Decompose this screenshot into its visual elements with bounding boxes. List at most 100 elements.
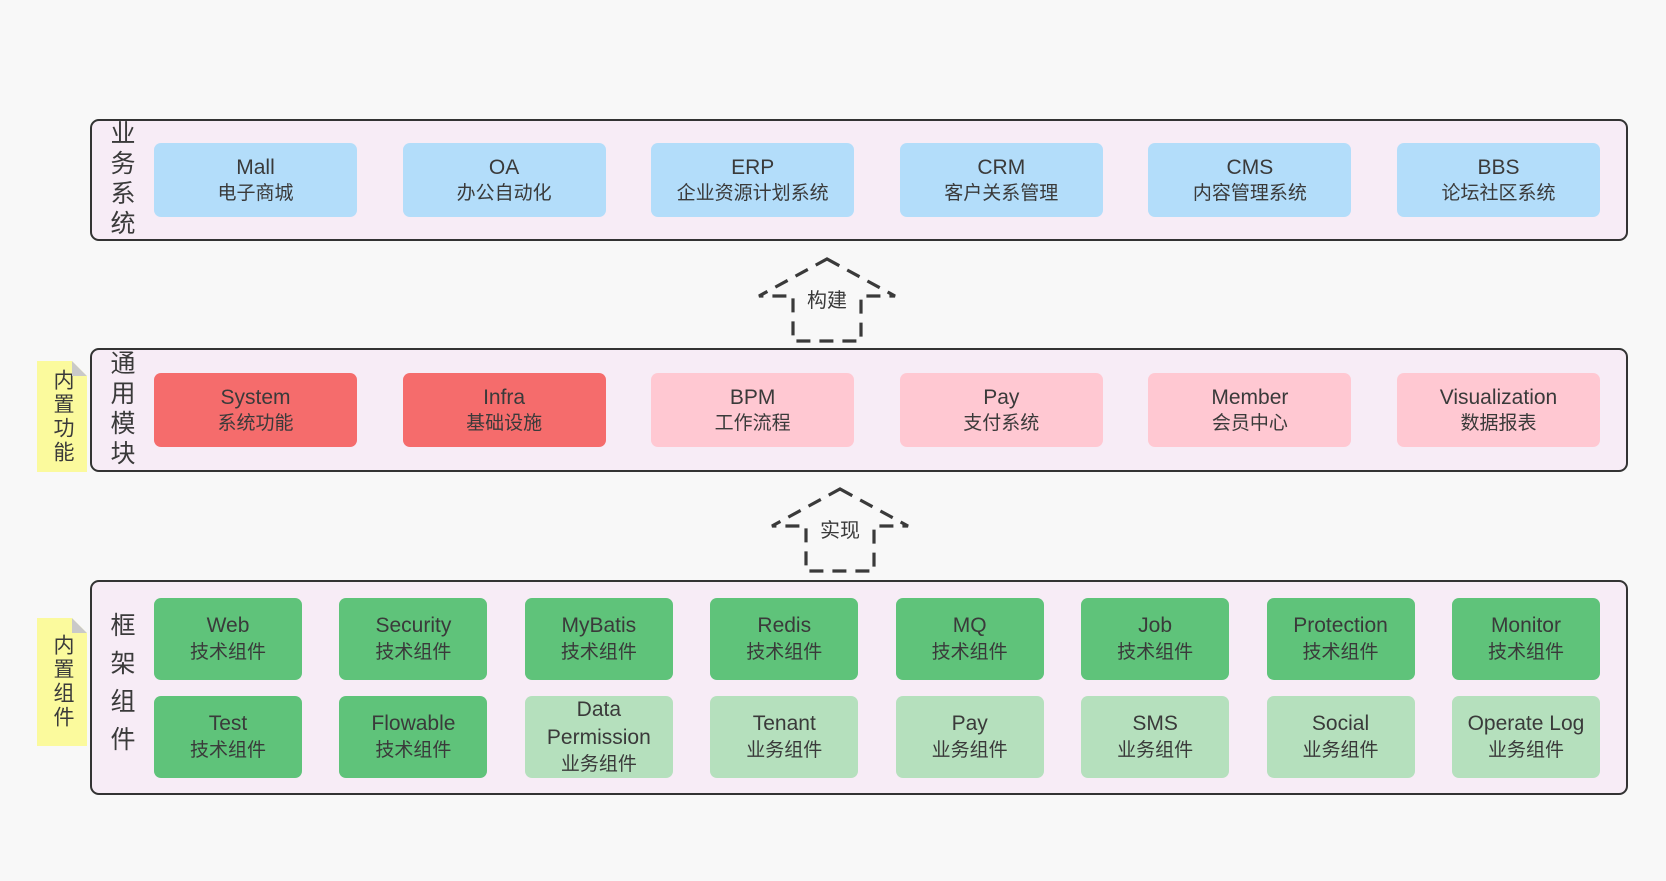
panel-label-modules: 通用模块 <box>92 350 150 470</box>
box-operate-log: Operate Log 业务组件 <box>1451 695 1600 778</box>
box-subtitle: 工作流程 <box>714 413 791 435</box>
box-title: Data Permission <box>546 698 651 749</box>
arrow-build: 构建 <box>757 256 897 344</box>
box-title: Operate Log <box>1467 712 1585 736</box>
box-subtitle: 电子商城 <box>217 183 294 205</box>
box-data-permission: Data Permission 业务组件 <box>524 695 673 778</box>
box-title: OA <box>488 155 520 179</box>
module-boxes: System 系统功能 Infra 基础设施 BPM 工作流程 Pay 支付系统… <box>150 350 1626 470</box>
box-title: Monitor <box>1490 614 1561 638</box>
panel-label-text: 通用模块 <box>107 350 135 470</box>
box-title: Visualization <box>1439 385 1558 409</box>
arrow-up-icon: 构建 <box>758 257 896 343</box>
panel-label-business: 业务系统 <box>92 120 150 240</box>
box-subtitle: 业务组件 <box>931 739 1008 761</box>
box-title: Mall <box>236 155 275 179</box>
box-visualization: Visualization 数据报表 <box>1396 373 1600 447</box>
box-subtitle: 业务组件 <box>560 753 637 775</box>
box-subtitle: 业务组件 <box>746 739 823 761</box>
panel-label-text: 业务系统 <box>107 120 135 240</box>
box-title: Flowable <box>371 712 456 736</box>
box-subtitle: 业务组件 <box>1117 739 1194 761</box>
box-flowable: Flowable 技术组件 <box>339 695 488 778</box>
box-bbs: BBS 论坛社区系统 <box>1396 143 1600 217</box>
box-subtitle: 技术组件 <box>189 641 266 663</box>
box-title: Web <box>206 614 250 638</box>
framework-row-2: Test 技术组件 Flowable 技术组件 Data Permission … <box>154 695 1600 778</box>
business-boxes: Mall 电子商城 OA 办公自动化 ERP 企业资源计划系统 CRM 客户关系… <box>150 121 1626 239</box>
box-subtitle: 数据报表 <box>1460 413 1537 435</box>
box-title: Member <box>1211 385 1289 409</box>
box-title: Job <box>1138 614 1173 638</box>
box-mybatis: MyBatis 技术组件 <box>524 597 673 680</box>
box-sms: SMS 业务组件 <box>1081 695 1230 778</box>
framework-rows: Web 技术组件 Security 技术组件 MyBatis 技术组件 Redi… <box>150 582 1626 793</box>
panel-label-framework: 框架组件 <box>92 582 150 793</box>
framework-row-1: Web 技术组件 Security 技术组件 MyBatis 技术组件 Redi… <box>154 597 1600 680</box>
box-title: Test <box>208 712 248 736</box>
box-subtitle: 技术组件 <box>375 641 452 663</box>
box-title: Redis <box>757 614 812 638</box>
box-bpm: BPM 工作流程 <box>651 373 855 447</box>
box-oa: OA 办公自动化 <box>402 143 606 217</box>
arrow-implement: 实现 <box>770 486 910 574</box>
box-title: MQ <box>952 614 987 638</box>
box-subtitle: 企业资源计划系统 <box>676 183 829 205</box>
box-title: MyBatis <box>561 614 637 638</box>
box-subtitle: 技术组件 <box>375 739 452 761</box>
box-member: Member 会员中心 <box>1148 373 1352 447</box>
box-title: CRM <box>977 155 1026 179</box>
box-subtitle: 技术组件 <box>1487 641 1564 663</box>
box-pay: Pay 支付系统 <box>899 373 1103 447</box>
box-cms: CMS 内容管理系统 <box>1148 143 1352 217</box>
box-title: Pay <box>983 385 1020 409</box>
folded-corner-icon <box>72 361 87 376</box>
box-subtitle: 技术组件 <box>1117 641 1194 663</box>
box-subtitle: 基础设施 <box>466 413 543 435</box>
box-title: SMS <box>1132 712 1178 736</box>
box-web: Web 技术组件 <box>154 597 302 680</box>
panel-label-text: 框架组件 <box>107 611 135 764</box>
box-subtitle: 业务组件 <box>1487 739 1564 761</box>
box-subtitle: 会员中心 <box>1211 413 1288 435</box>
box-subtitle: 内容管理系统 <box>1192 183 1307 205</box>
box-title: Security <box>375 614 452 638</box>
box-protection: Protection 技术组件 <box>1266 597 1415 680</box>
box-security: Security 技术组件 <box>339 597 488 680</box>
box-subtitle: 业务组件 <box>1302 739 1379 761</box>
box-subtitle: 技术组件 <box>1302 641 1379 663</box>
box-monitor: Monitor 技术组件 <box>1451 597 1600 680</box>
box-title: BBS <box>1477 155 1520 179</box>
box-job: Job 技术组件 <box>1081 597 1230 680</box>
box-title: ERP <box>731 155 775 179</box>
box-title: Tenant <box>752 712 816 736</box>
sticky-builtin-features: 内置功能 <box>37 361 87 472</box>
box-infra: Infra 基础设施 <box>402 373 606 447</box>
box-subtitle: 技术组件 <box>560 641 637 663</box>
box-title: Social <box>1311 712 1370 736</box>
box-subtitle: 支付系统 <box>963 413 1040 435</box>
common-modules-panel: 通用模块 System 系统功能 Infra 基础设施 BPM 工作流程 Pay… <box>90 348 1628 472</box>
box-tenant: Tenant 业务组件 <box>710 695 859 778</box>
box-title: CMS <box>1226 155 1274 179</box>
box-subtitle: 客户关系管理 <box>944 183 1059 205</box>
box-subtitle: 办公自动化 <box>456 183 552 205</box>
box-test: Test 技术组件 <box>154 695 302 778</box>
box-subtitle: 系统功能 <box>217 413 294 435</box>
sticky-builtin-components: 内置组件 <box>37 618 87 746</box>
sticky-label: 内置功能 <box>51 368 74 465</box>
box-erp: ERP 企业资源计划系统 <box>651 143 855 217</box>
box-subtitle: 论坛社区系统 <box>1441 183 1556 205</box>
box-subtitle: 技术组件 <box>189 739 266 761</box>
business-systems-panel: 业务系统 Mall 电子商城 OA 办公自动化 ERP 企业资源计划系统 CRM… <box>90 119 1628 241</box>
box-title: Pay <box>951 712 988 736</box>
box-system: System 系统功能 <box>154 373 357 447</box>
box-title: System <box>220 385 291 409</box>
box-title: BPM <box>729 385 776 409</box>
arrow-implement-label: 实现 <box>820 519 860 542</box>
box-mall: Mall 电子商城 <box>154 143 357 217</box>
folded-corner-icon <box>72 618 87 633</box>
box-crm: CRM 客户关系管理 <box>899 143 1103 217</box>
sticky-label: 内置组件 <box>51 634 74 730</box>
